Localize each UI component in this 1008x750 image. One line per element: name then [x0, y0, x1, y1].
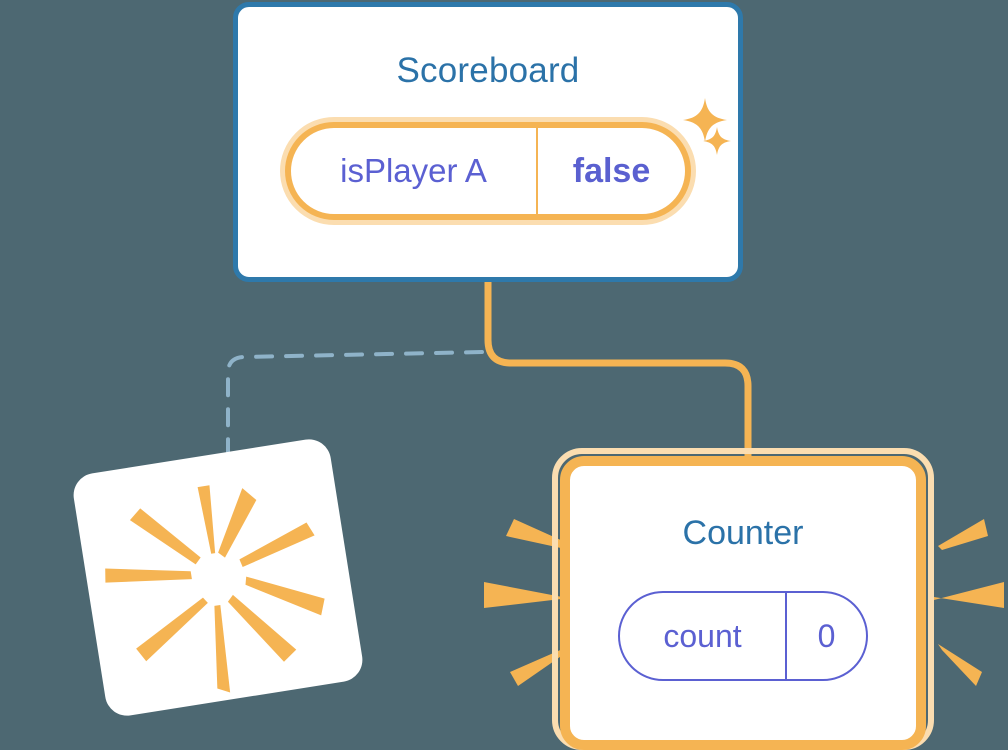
- ray: [938, 519, 988, 550]
- scoreboard-pill-value: false: [572, 151, 651, 190]
- burst-ray: [136, 597, 208, 662]
- burst-rays-icon: [105, 485, 325, 693]
- burst-ray: [218, 488, 257, 558]
- scoreboard-pill-divider: [536, 127, 538, 215]
- counter-pill-value: 0: [817, 617, 836, 654]
- counter-pill[interactable]: count 0: [618, 591, 868, 681]
- burst-ray: [105, 568, 192, 583]
- ray: [510, 644, 574, 686]
- burst-ray: [129, 508, 201, 565]
- ray: [484, 582, 578, 608]
- scoreboard-pill[interactable]: isPlayer A false: [280, 117, 696, 225]
- counter-card[interactable]: Counter count 0: [560, 456, 926, 750]
- burst-card[interactable]: [70, 436, 366, 719]
- sparkle-small-icon: [703, 127, 731, 155]
- burst-ray: [214, 604, 231, 693]
- scoreboard-card[interactable]: Scoreboard isPlayer A false: [233, 2, 743, 282]
- burst-ray: [197, 485, 216, 554]
- ray: [938, 644, 982, 686]
- connector-scoreboard-to-counter: [484, 282, 752, 462]
- scoreboard-pill-halo: [280, 117, 696, 225]
- sparkle-large-icon: [683, 98, 727, 142]
- burst-ray: [239, 522, 315, 568]
- counter-right-rays: [934, 519, 1004, 686]
- burst-ray: [245, 576, 325, 616]
- scoreboard-title: Scoreboard: [396, 51, 580, 90]
- burst-ray: [227, 594, 297, 662]
- counter-pill-divider: [785, 593, 787, 679]
- scoreboard-pill-key: isPlayer A: [340, 152, 487, 189]
- ray: [934, 582, 1004, 608]
- counter-title: Counter: [682, 514, 804, 552]
- counter-pill-key: count: [663, 617, 742, 654]
